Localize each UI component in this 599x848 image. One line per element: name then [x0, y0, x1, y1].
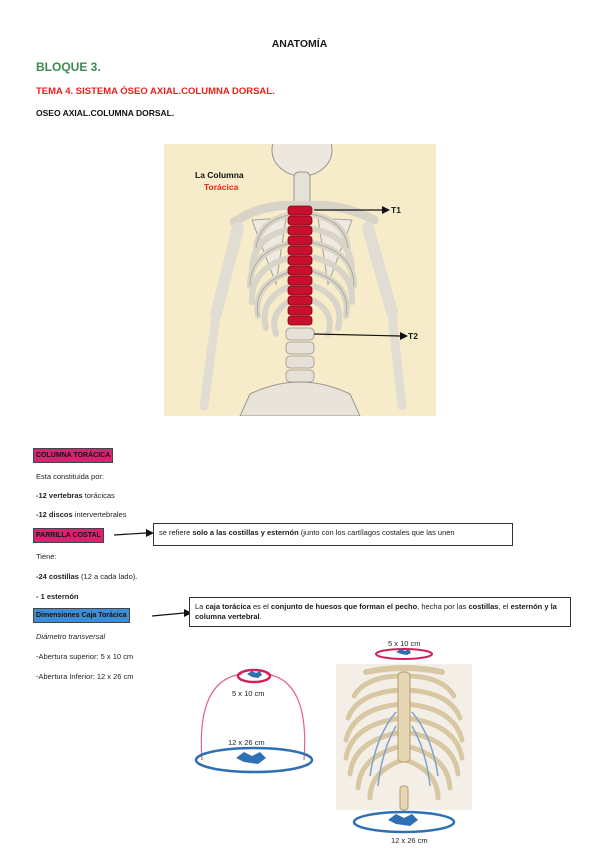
callout-text: se refiere	[159, 528, 193, 537]
parrilla-tiene: Tiene:	[36, 552, 57, 561]
abertura-superior: -Abertura superior: 5 x 10 cm	[36, 652, 134, 661]
page-title: ANATOMÍA	[271, 38, 328, 50]
left-top-dimension: 5 x 10 cm	[232, 689, 265, 698]
callout-text: .	[259, 612, 262, 621]
parrilla-callout: se refiere solo a las costillas y estern…	[153, 523, 513, 546]
figure-label-line2: Torácica	[204, 182, 239, 192]
callout-text: (junto con los cartílagos costales que l…	[298, 528, 455, 537]
figure-label-line1: La Columna	[195, 170, 244, 180]
right-bottom-dimension: 12 x 26 cm	[391, 836, 428, 845]
parrilla-item-costillas: -24 costillas (12 a cada lado).	[36, 572, 137, 581]
callout-bold: esternón y la columna vertebral	[195, 602, 557, 621]
tag-columna-toracica: COLUMNA TORÁCICA	[33, 448, 114, 463]
columna-intro: Esta constituida por:	[36, 472, 104, 481]
callout-bold: costillas	[468, 602, 499, 611]
thorax-aperture-diagram	[194, 668, 314, 774]
diametro-label: Diámetro transversal	[36, 632, 106, 641]
callout-text: La	[195, 602, 206, 611]
tag-dimensiones: Dimensiones Caja Torácica	[33, 608, 130, 623]
marker-t1: T1	[391, 205, 401, 215]
item-rest: torácicas	[82, 491, 115, 500]
parrilla-item-esternon: - 1 esternón	[36, 592, 79, 601]
item-bold: - 1 esternón	[36, 592, 79, 601]
left-bottom-dimension: 12 x 26 cm	[228, 738, 265, 747]
item-bold: -24 costillas	[36, 572, 79, 581]
tag-parrilla-costal: PARRILLA COSTAL	[33, 528, 104, 543]
callout-bold: solo a las costillas y esternón	[192, 528, 299, 537]
dimensiones-callout: La caja torácica es el conjunto de hueso…	[189, 597, 571, 627]
callout-bold: conjunto de huesos que forman el pecho	[270, 602, 418, 611]
callout-text: , el	[498, 602, 511, 611]
columna-item-discos: -12 discos intervertebrales	[36, 510, 126, 519]
callout-arrow	[113, 529, 154, 537]
item-rest: (12 a cada lado).	[78, 572, 138, 581]
section-subtitle: OSEO AXIAL.COLUMNA DORSAL.	[36, 108, 175, 118]
marker-t2: T2	[408, 331, 418, 341]
item-bold: -12 discos	[36, 510, 73, 519]
item-rest: intervertebrales	[72, 510, 127, 519]
block-heading: BLOQUE 3.	[36, 60, 101, 74]
abertura-inferior: -Abertura Inferior: 12 x 26 cm	[36, 672, 134, 681]
callout-bold: caja torácica	[205, 602, 251, 611]
callout-text: , hecha por las	[417, 602, 469, 611]
topic-heading: TEMA 4. SISTEMA ÓSEO AXIAL.COLUMNA DORSA…	[36, 86, 275, 97]
callout-text: es el	[250, 602, 271, 611]
thoracic-spine-illustration	[164, 144, 436, 416]
callout-arrow	[151, 609, 192, 617]
right-top-dimension: 5 x 10 cm	[388, 639, 421, 648]
rib-cage-illustration	[336, 648, 472, 834]
columna-item-vertebras: -12 vertebras torácicas	[36, 491, 115, 500]
item-bold: -12 vertebras	[36, 491, 83, 500]
skeleton-drawing	[199, 144, 408, 416]
